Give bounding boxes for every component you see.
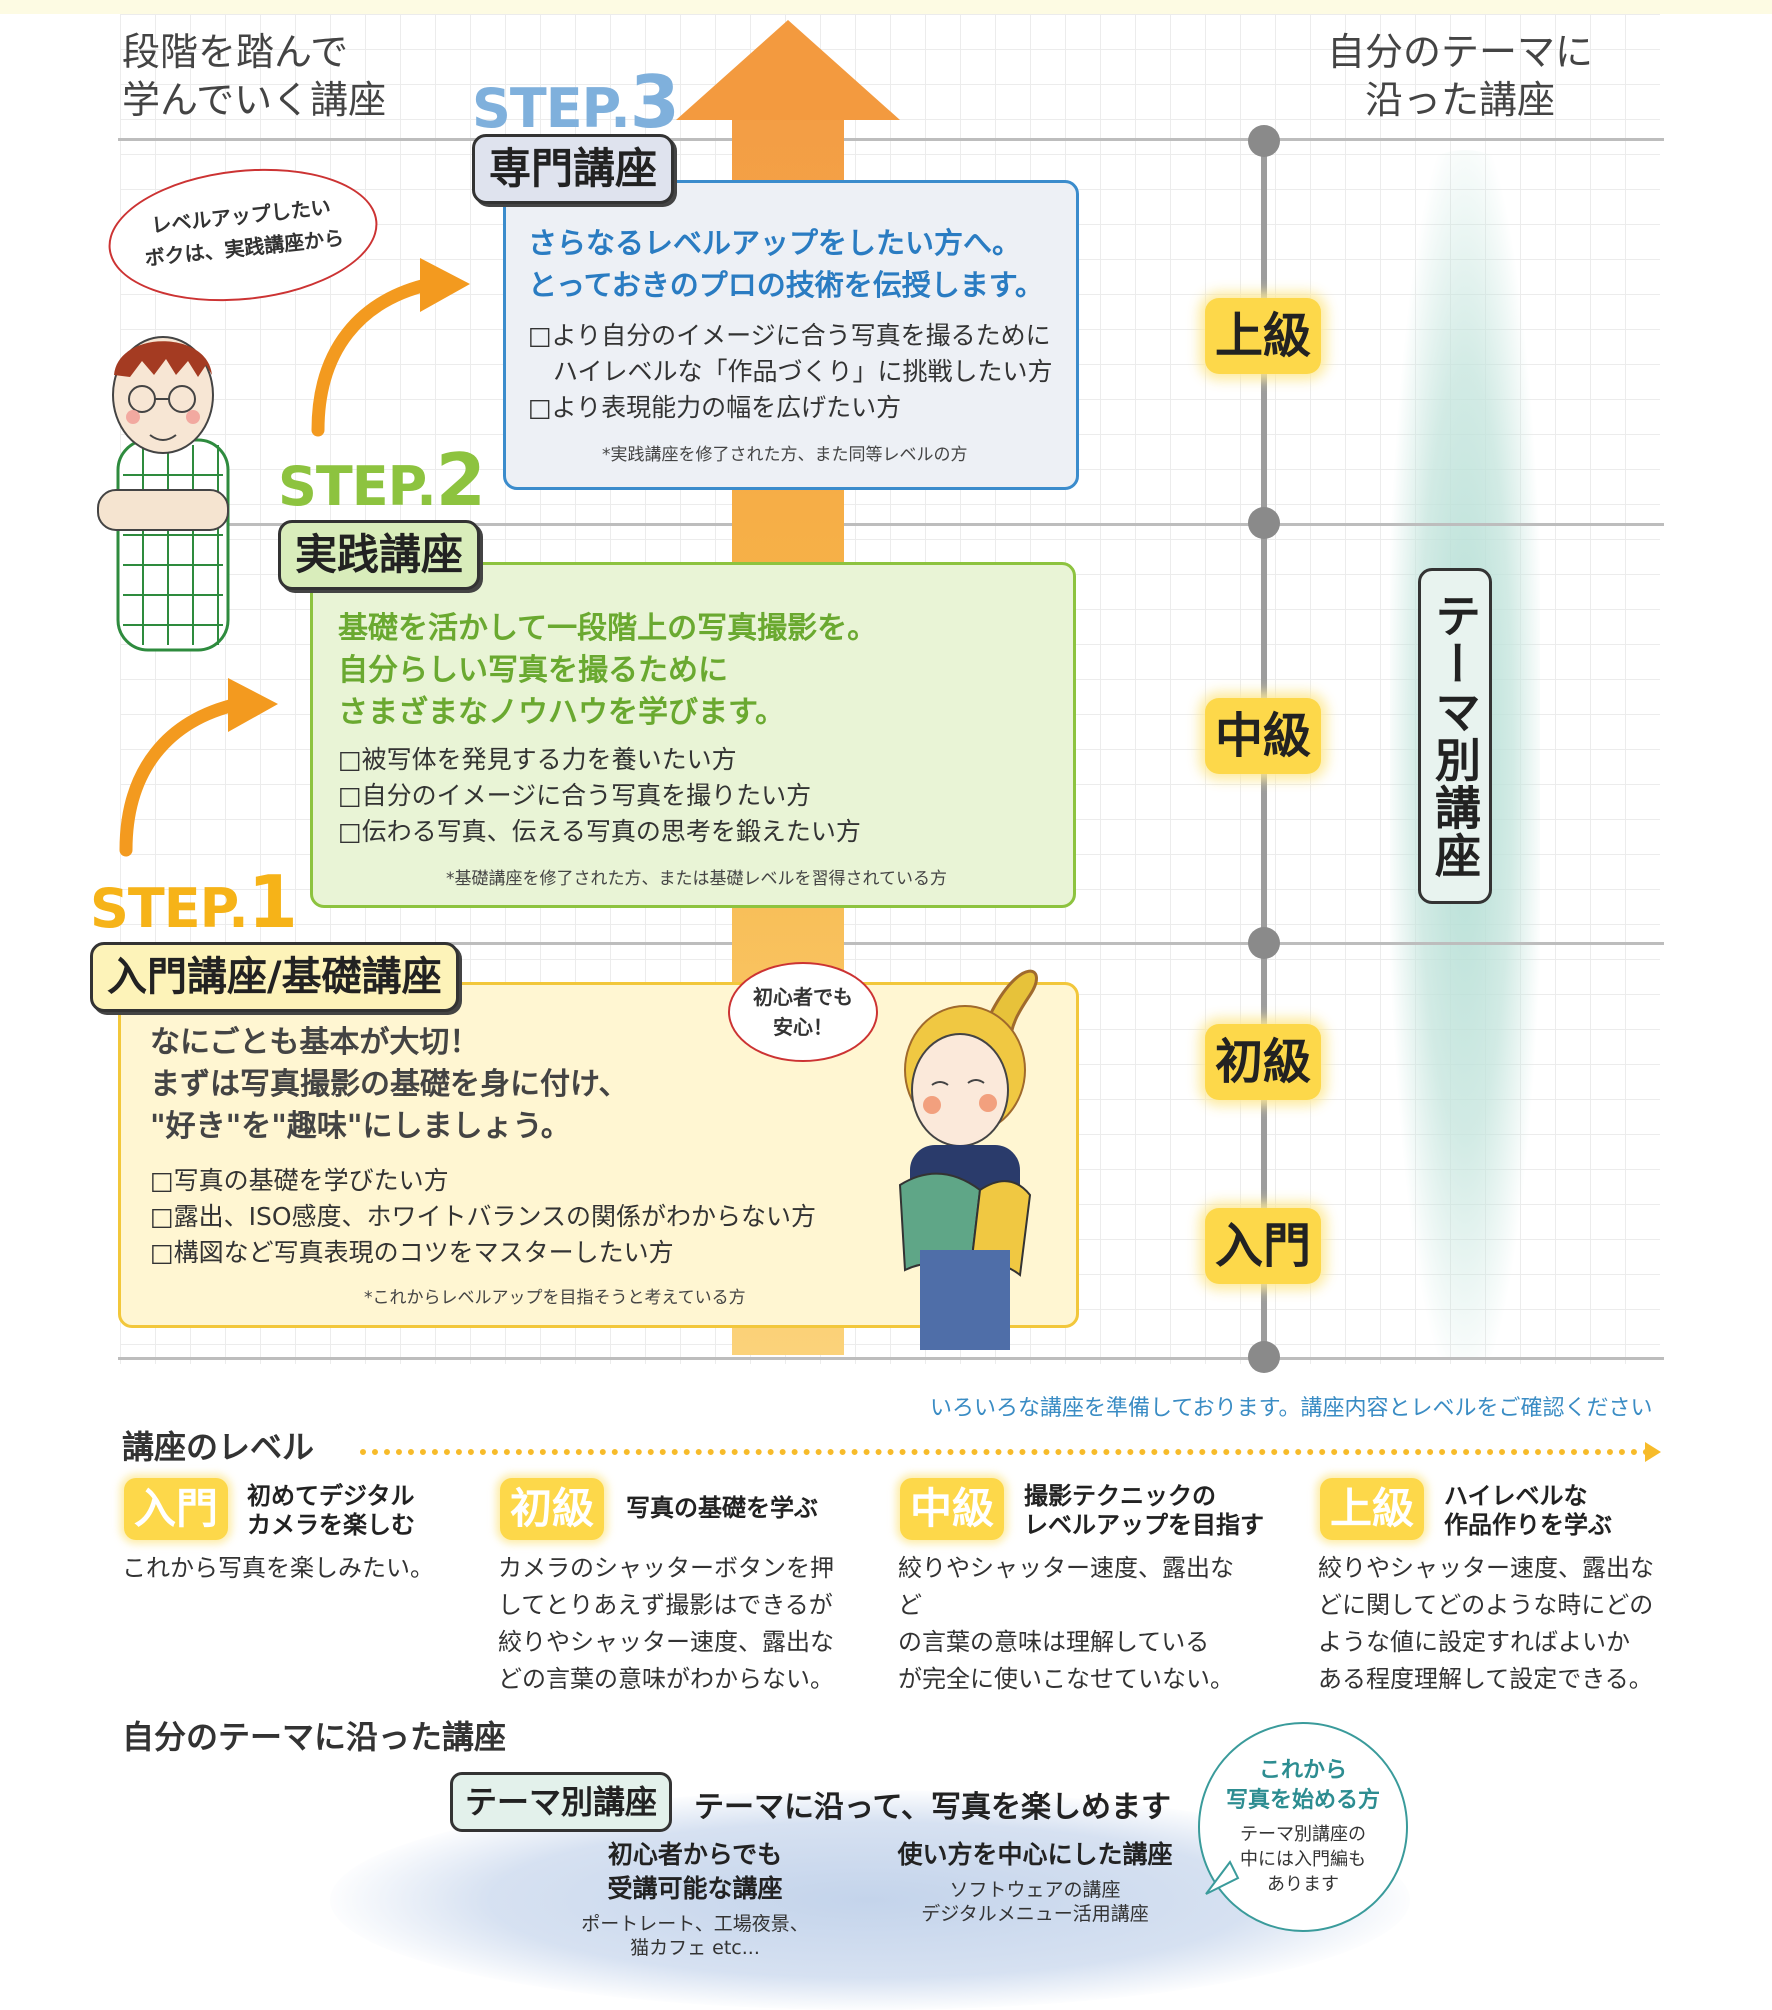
list-item: □被写体を発見する力を養いたい方	[338, 745, 737, 774]
legend-badge-intro: 入門	[124, 1478, 228, 1540]
legend-badge-beginner: 初級	[500, 1478, 604, 1540]
man-illustration	[97, 336, 230, 652]
woman-speech-bubble: 初心者でも 安心！	[728, 962, 878, 1062]
caption: いろいろな講座を準備しております。講座内容とレベルをご確認ください	[930, 1396, 1653, 1421]
legend-head-intermediate: 撮影テクニックの レベルアップを目指す	[1024, 1482, 1264, 1539]
step-number: 3	[629, 60, 680, 144]
step-2-note: *基礎講座を修了された方、または基礎レベルを習得されている方	[446, 869, 947, 889]
list-item: □より表現能力の幅を広げたい方	[528, 393, 902, 422]
step-2-lead: 基礎を活かして一段階上の写真撮影を。 自分らしい写真を撮るために さまざまなノウ…	[338, 611, 878, 730]
step-1-note: *これからレベルアップを目指そうと考えている方	[364, 1288, 746, 1308]
circle-tail	[1205, 1860, 1240, 1895]
theme-pill: テーマ別講座	[450, 1772, 673, 1832]
level-badge-intro: 入門	[1205, 1208, 1321, 1284]
step-1-title: 入門講座/基礎講座	[90, 942, 459, 1012]
step-1-list: □写真の基礎を学びたい方 □露出、ISO感度、ホワイトバランスの関係がわからない…	[150, 1163, 816, 1271]
level-badge-intermediate: 中級	[1205, 698, 1321, 774]
step-word: STEP.	[90, 877, 249, 940]
legend-desc-intro: これから写真を楽しみたい。	[122, 1554, 434, 1582]
legend-title: 講座のレベル	[122, 1428, 315, 1466]
legend-badge-intermediate: 中級	[900, 1478, 1004, 1540]
legend-desc-intermediate: 絞りやシャッター速度、露出など の言葉の意味は理解している が完全に使いこなせて…	[898, 1554, 1234, 1693]
step-2-box	[310, 562, 1076, 908]
axis-dot	[1248, 125, 1280, 157]
theme-course-label: テーマ別講座	[1418, 568, 1492, 904]
list-item: □写真の基礎を学びたい方	[150, 1166, 449, 1195]
legend-desc-advanced: 絞りやシャッター速度、露出な どに関してどのような時にどの ような値に設定すれば…	[1318, 1554, 1654, 1693]
step-3-note: *実践講座を修了された方、また同等レベルの方	[602, 445, 968, 465]
starter-circle: これから 写真を始める方 テーマ別講座の 中には入門編も あります	[1198, 1722, 1408, 1932]
level-badge-beginner: 初級	[1205, 1024, 1321, 1100]
woman-illustration	[898, 969, 1038, 1350]
step-3-list: □より自分のイメージに合う写真を撮るために ハイレベルな「作品づくり」に挑戦した…	[528, 318, 1053, 426]
starter-circle-head: これから 写真を始める方	[1225, 1758, 1380, 1813]
header-left: 段階を踏んで 学んでいく講座	[122, 30, 387, 122]
curved-arrow-icon	[119, 678, 278, 857]
axis-dot	[1248, 1341, 1280, 1373]
step-1-tag: STEP.1	[90, 860, 298, 944]
curved-arrow-icon	[311, 258, 470, 437]
step-3-title: 専門講座	[472, 134, 675, 204]
starter-circle-body: テーマ別講座の 中には入門編も あります	[1240, 1824, 1366, 1895]
step-3-lead: さらなるレベルアップをしたい方へ。 とっておきのプロの技術を伝授します。	[528, 226, 1044, 302]
step-number: 1	[247, 860, 298, 944]
list-item: □露出、ISO感度、ホワイトバランスの関係がわからない方	[150, 1202, 817, 1231]
legend-head-advanced: ハイレベルな 作品作りを学ぶ	[1444, 1482, 1612, 1539]
grid-line	[118, 523, 1664, 526]
level-badge-advanced: 上級	[1205, 298, 1321, 374]
header-right: 自分のテーマに 沿った講座	[1326, 30, 1593, 122]
theme-col-head: 使い方を中心にした講座	[897, 1840, 1173, 1869]
step-2-tag: STEP.2	[278, 438, 486, 522]
step-3-tag: STEP.3	[472, 60, 680, 144]
theme-col-beginner: 初心者からでも 受講可能な講座 ポートレート、工場夜景、 猫カフェ etc...	[560, 1838, 830, 1960]
theme-col-sub: ソフトウェアの講座 デジタルメニュー活用講座	[921, 1879, 1149, 1925]
list-item: □構図など写真表現のコツをマスターしたい方	[150, 1238, 674, 1267]
legend-head-intro: 初めてデジタル カメラを楽しむ	[247, 1482, 415, 1539]
list-item: □伝わる写真、伝える写真の思考を鍛えたい方	[338, 817, 861, 846]
grid-line	[118, 942, 1664, 945]
grid-line	[118, 1357, 1664, 1360]
grid-line	[118, 138, 1664, 141]
list-item: □より自分のイメージに合う写真を撮るために	[528, 321, 1051, 350]
step-1-lead: なにごとも基本が大切！ まずは写真撮影の基礎を身に付け、 "好き"を"趣味"にし…	[150, 1025, 629, 1144]
legend-head-beginner: 写真の基礎を学ぶ	[626, 1494, 818, 1522]
step-word: STEP.	[472, 77, 631, 140]
up-arrow-icon	[676, 20, 900, 120]
legend-badge-advanced: 上級	[1320, 1478, 1424, 1540]
step-3-box	[503, 180, 1079, 490]
theme-tagline: テーマに沿って、写真を楽しめます	[694, 1790, 1171, 1825]
step-word: STEP.	[278, 455, 437, 518]
axis-dot	[1248, 507, 1280, 539]
step-2-title: 実践講座	[278, 520, 481, 590]
list-item: □自分のイメージに合う写真を撮りたい方	[338, 781, 812, 810]
list-item: ハイレベルな「作品づくり」に挑戦したい方	[528, 357, 1053, 386]
legend-desc-beginner: カメラのシャッターボタンを押 してとりあえず撮影はできるが 絞りやシャッター速度…	[498, 1554, 834, 1693]
dotted-arrow	[360, 1449, 1650, 1455]
theme-col-sub: ポートレート、工場夜景、 猫カフェ etc...	[581, 1913, 809, 1959]
axis-dot	[1248, 927, 1280, 959]
step-2-list: □被写体を発見する力を養いたい方 □自分のイメージに合う写真を撮りたい方 □伝わ…	[338, 742, 861, 850]
arrow-right-icon	[1645, 1442, 1661, 1462]
step-number: 2	[435, 438, 486, 522]
theme-col-head: 初心者からでも 受講可能な講座	[607, 1840, 783, 1903]
top-band	[0, 0, 1772, 14]
theme-col-usage: 使い方を中心にした講座 ソフトウェアの講座 デジタルメニュー活用講座	[880, 1838, 1190, 1926]
theme-section-title: 自分のテーマに沿った講座	[122, 1718, 507, 1756]
